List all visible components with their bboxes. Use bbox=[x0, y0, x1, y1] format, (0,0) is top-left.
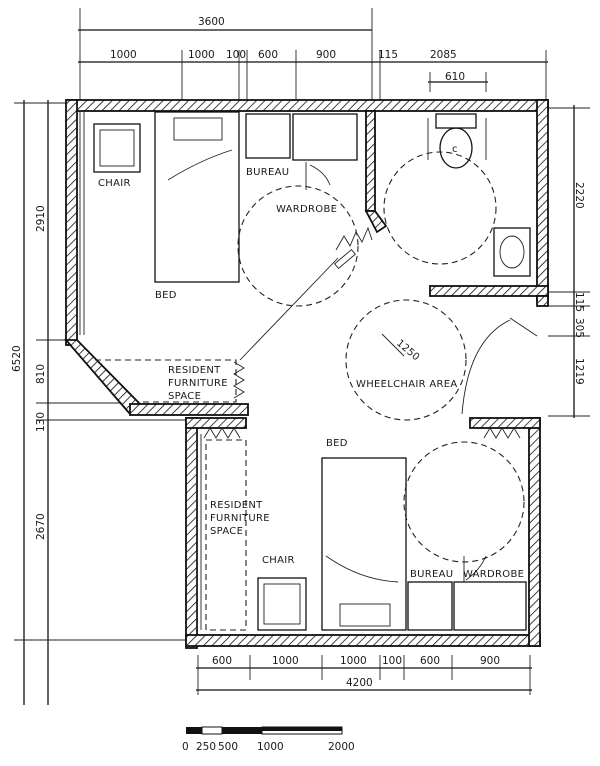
wheelchair-zone: 1250 WHEELCHAIR AREA bbox=[345, 299, 538, 421]
bottom-overall-label: 4200 bbox=[346, 677, 373, 689]
upper-room-height-label: 2910 bbox=[35, 205, 47, 232]
upper-wardrobe bbox=[292, 113, 358, 161]
scale-segment-3 bbox=[222, 727, 262, 734]
lower-wardrobe bbox=[453, 581, 527, 631]
toilet-c-mark: c bbox=[452, 144, 458, 155]
bottom-segment-1: 600 bbox=[212, 655, 232, 667]
scale-tick-1000: 1000 bbox=[257, 741, 284, 753]
upper-furniture-label-1: RESIDENT bbox=[168, 365, 221, 376]
left-dimension-group: 6520 2910 810 130 2670 bbox=[11, 100, 190, 705]
basin bbox=[493, 227, 531, 277]
overall-width-label: 3600 bbox=[198, 16, 225, 28]
right-wall-stub bbox=[536, 295, 549, 307]
upper-turning-circle bbox=[237, 185, 359, 307]
lower-chair-label: CHAIR bbox=[262, 555, 295, 566]
overall-height-label: 6520 bbox=[11, 345, 23, 372]
upper-room: CHAIR BED BUREAU WARDROBE RESIDENT FURNI… bbox=[79, 111, 373, 403]
bathroom-bottom-wall bbox=[429, 285, 549, 297]
bathroom-angled-wall bbox=[364, 210, 388, 234]
door-offset-label: 305 bbox=[573, 318, 585, 338]
upper-chair-label: CHAIR bbox=[98, 178, 131, 189]
bathroom: c bbox=[383, 113, 531, 277]
lower-top-folding-door bbox=[203, 427, 241, 439]
bottom-dimension-group: 600 1000 1000 100 600 900 4200 bbox=[196, 655, 532, 695]
toilet-bowl bbox=[439, 127, 473, 169]
upper-furniture-space bbox=[95, 359, 237, 403]
entry-door-leaf bbox=[509, 317, 538, 337]
lower-furniture-label-3: SPACE bbox=[210, 526, 243, 537]
scale-tick-2000: 2000 bbox=[328, 741, 355, 753]
scale-tick-250: 250 bbox=[196, 741, 216, 753]
top-segment-6: 115 bbox=[378, 49, 398, 61]
bottom-segment-4: 100 bbox=[382, 655, 402, 667]
scale-segment-1 bbox=[186, 727, 202, 734]
top-segment-3: 100 bbox=[226, 49, 246, 61]
upper-chair bbox=[93, 123, 141, 173]
lower-bottom-wall bbox=[185, 634, 541, 647]
upper-bureau-label: BUREAU bbox=[246, 167, 289, 178]
lower-furniture-label-2: FURNITURE bbox=[210, 513, 270, 524]
lower-furniture-space bbox=[205, 439, 247, 631]
upper-left-door-folding bbox=[233, 361, 245, 399]
bottom-segment-2: 1000 bbox=[272, 655, 299, 667]
lower-bureau bbox=[407, 581, 453, 631]
bottom-segment-3: 1000 bbox=[340, 655, 367, 667]
upper-bureau bbox=[245, 113, 291, 159]
wheelchair-area-label: WHEELCHAIR AREA bbox=[356, 379, 457, 390]
lower-room-height-label: 2670 bbox=[35, 513, 47, 540]
toilet-cistern bbox=[435, 113, 477, 129]
lower-room: RESIDENT FURNITURE SPACE BED CHAIR BUREA… bbox=[196, 427, 527, 631]
upper-left-wall bbox=[65, 99, 78, 346]
top-dimension-group: 3600 1000 1000 100 600 900 115 2085 610 bbox=[78, 8, 548, 100]
scale-segment-4-top bbox=[262, 727, 342, 731]
lower-bed-label: BED bbox=[326, 438, 348, 449]
bottom-segment-5: 600 bbox=[420, 655, 440, 667]
lower-left-wall bbox=[185, 417, 198, 649]
upper-bed-pillow bbox=[173, 117, 223, 141]
top-wall bbox=[67, 99, 549, 112]
upper-bed-label: BED bbox=[155, 290, 177, 301]
top-segment-1: 1000 bbox=[110, 49, 137, 61]
lower-right-wall bbox=[528, 417, 541, 647]
top-segment-5: 900 bbox=[316, 49, 336, 61]
upper-furniture-label-2: FURNITURE bbox=[168, 378, 228, 389]
top-segment-2: 1000 bbox=[188, 49, 215, 61]
toilet-width-label: 610 bbox=[445, 71, 465, 83]
bathroom-folding-door bbox=[335, 226, 373, 251]
upper-bed bbox=[154, 111, 240, 283]
right-wall-label: 115 bbox=[573, 292, 585, 312]
scale-bar: 0 250 500 1000 2000 bbox=[182, 726, 355, 753]
scale-tick-0: 0 bbox=[182, 741, 189, 753]
lower-turning-circle bbox=[403, 441, 525, 563]
angled-section-height-label: 810 bbox=[35, 364, 47, 384]
top-segment-4: 600 bbox=[258, 49, 278, 61]
lower-right-folding-door bbox=[483, 427, 521, 439]
lower-chair bbox=[257, 577, 307, 631]
lower-wardrobe-label: WARDROBE bbox=[463, 569, 524, 580]
bathroom-inner-wall bbox=[365, 110, 376, 212]
lower-top-wall-left bbox=[185, 417, 247, 429]
bathroom-right-wall bbox=[536, 99, 549, 301]
lower-bureau-label: BUREAU bbox=[410, 569, 453, 580]
lower-furniture-label-1: RESIDENT bbox=[210, 500, 263, 511]
top-segment-7: 2085 bbox=[430, 49, 457, 61]
lower-top-wall-right bbox=[469, 417, 541, 429]
bathroom-depth-label: 2220 bbox=[573, 182, 585, 209]
walls bbox=[64, 99, 549, 649]
scale-tick-500: 500 bbox=[218, 741, 238, 753]
scale-segment-2 bbox=[201, 726, 223, 735]
upper-wardrobe-label: WARDROBE bbox=[276, 204, 337, 215]
partition-wall-left bbox=[129, 403, 249, 416]
lower-bed-pillow bbox=[339, 603, 391, 627]
bathroom-turning-circle bbox=[383, 151, 497, 265]
bottom-segment-6: 900 bbox=[480, 655, 500, 667]
corridor-turning-circle bbox=[345, 299, 467, 421]
right-dimension-group: 2220 115 305 1219 bbox=[548, 105, 590, 418]
lower-bed bbox=[321, 457, 407, 631]
wheelchair-zone-label: 1219 bbox=[573, 358, 585, 385]
upper-furniture-label-3: SPACE bbox=[168, 391, 201, 402]
partition-height-label: 130 bbox=[35, 412, 47, 432]
